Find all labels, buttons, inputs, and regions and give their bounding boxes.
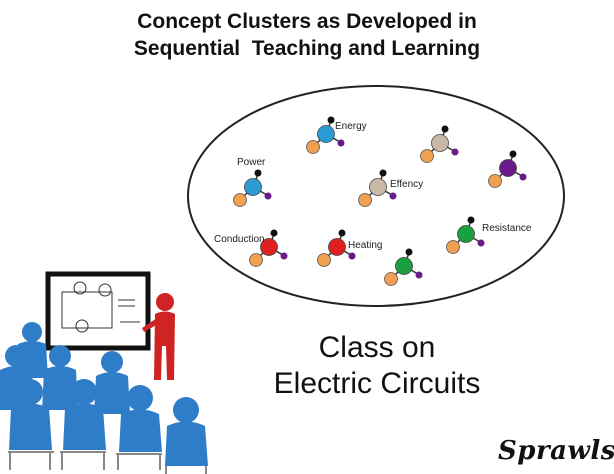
center-atom bbox=[431, 134, 449, 152]
student-figure bbox=[9, 379, 52, 450]
purple-atom bbox=[477, 239, 485, 247]
concept-cluster-ellipse bbox=[187, 85, 565, 307]
concept-effency: Effency bbox=[358, 169, 423, 207]
concept-heating: Heating bbox=[317, 229, 382, 267]
concept-label-resistance: Resistance bbox=[482, 223, 532, 234]
top-atom bbox=[441, 125, 449, 133]
purple-atom bbox=[451, 148, 459, 156]
students-group bbox=[0, 322, 208, 466]
student-figure bbox=[94, 351, 130, 414]
chairs bbox=[8, 451, 207, 474]
whiteboard bbox=[45, 271, 151, 351]
center-atom bbox=[328, 238, 346, 256]
student-figure bbox=[119, 385, 162, 452]
top-atom bbox=[327, 116, 335, 124]
orange-atom bbox=[317, 253, 331, 267]
orange-atom bbox=[420, 149, 434, 163]
center-atom bbox=[317, 125, 335, 143]
center-atom bbox=[499, 159, 517, 177]
orange-atom bbox=[384, 272, 398, 286]
student-figure bbox=[42, 345, 78, 410]
purple-atom bbox=[280, 252, 288, 260]
top-atom bbox=[270, 229, 278, 237]
purple-atom bbox=[389, 192, 397, 200]
top-atom bbox=[254, 169, 262, 177]
concept-green-bottom bbox=[384, 248, 423, 286]
concept-label-energy: Energy bbox=[335, 121, 367, 132]
center-atom bbox=[369, 178, 387, 196]
orange-atom bbox=[233, 193, 247, 207]
center-atom bbox=[395, 257, 413, 275]
orange-atom bbox=[249, 253, 263, 267]
top-atom bbox=[509, 150, 517, 158]
purple-atom bbox=[337, 139, 345, 147]
student-figure bbox=[63, 379, 106, 450]
orange-atom bbox=[488, 174, 502, 188]
concept-label-effency: Effency bbox=[390, 179, 423, 190]
concept-resistance: Resistance bbox=[446, 216, 532, 254]
top-atom bbox=[338, 229, 346, 237]
concept-grey-top bbox=[420, 125, 459, 163]
purple-atom bbox=[519, 173, 527, 181]
diagram-title: Concept Clusters as Developed in Sequent… bbox=[0, 8, 614, 62]
concept-energy: Energy bbox=[306, 116, 367, 154]
caption: Class on Electric Circuits bbox=[262, 330, 492, 402]
circuit-sketch bbox=[61, 281, 140, 333]
center-atom bbox=[457, 225, 475, 243]
concept-conduction: Conduction bbox=[214, 229, 288, 267]
concept-label-power: Power bbox=[237, 157, 266, 168]
top-atom bbox=[467, 216, 475, 224]
orange-atom bbox=[306, 140, 320, 154]
concept-label-conduction: Conduction bbox=[214, 234, 265, 245]
concept-label-heating: Heating bbox=[348, 240, 382, 251]
purple-atom bbox=[348, 252, 356, 260]
purple-atom bbox=[415, 271, 423, 279]
caption-line-2: Electric Circuits bbox=[273, 367, 481, 400]
caption-line-1: Class on bbox=[318, 331, 436, 364]
center-atom bbox=[244, 178, 262, 196]
concept-purple bbox=[488, 150, 527, 188]
concept-power: Power bbox=[233, 157, 272, 207]
purple-atom bbox=[264, 192, 272, 200]
signature: Sprawls bbox=[498, 436, 614, 466]
orange-atom bbox=[446, 240, 460, 254]
teacher-figure bbox=[142, 293, 175, 380]
student-figure bbox=[165, 397, 208, 466]
center-atom bbox=[260, 238, 278, 256]
title-line-2: Sequential Teaching and Learning bbox=[133, 37, 481, 60]
classroom-illustration bbox=[0, 271, 208, 474]
top-atom bbox=[405, 248, 413, 256]
top-atom bbox=[379, 169, 387, 177]
orange-atom bbox=[358, 193, 372, 207]
title-line-1: Concept Clusters as Developed in bbox=[137, 10, 477, 33]
